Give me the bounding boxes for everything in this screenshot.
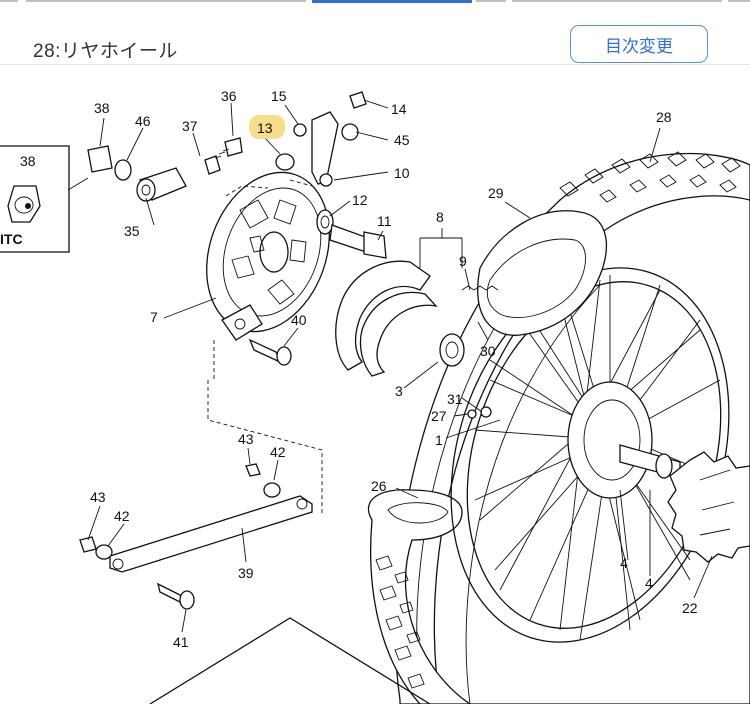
- page-header: 28:リヤホイール 目次変更: [0, 6, 750, 64]
- inset-leader: [67, 177, 89, 191]
- bolts-and-nuts: [79, 338, 492, 610]
- callout-number[interactable]: 26: [371, 478, 387, 494]
- header-divider: [0, 64, 750, 65]
- top-tab-strip: [0, 0, 750, 6]
- change-toc-button[interactable]: 目次変更: [570, 25, 708, 63]
- callout-number-highlighted[interactable]: 13: [257, 120, 273, 136]
- small-hardware: [87, 91, 367, 187]
- callout-number[interactable]: 29: [488, 185, 504, 201]
- callout-number[interactable]: 8: [436, 209, 444, 225]
- brake-panel: [206, 171, 330, 341]
- callout-number[interactable]: 42: [270, 444, 286, 460]
- callout-number[interactable]: 30: [480, 343, 496, 359]
- callout-number[interactable]: 45: [394, 132, 410, 148]
- brake-shoes: [335, 260, 499, 377]
- callout-number[interactable]: 10: [394, 165, 410, 181]
- callout-number[interactable]: 27: [431, 408, 447, 424]
- callout-highlight: [249, 115, 285, 139]
- callout-numbers: 38 46 36 37 13 15 14 45 10 28 35 12 11 8…: [90, 88, 698, 650]
- tire-section: [367, 489, 472, 704]
- camshaft: [316, 209, 387, 259]
- callout-number[interactable]: 43: [90, 489, 106, 505]
- tab-indicator: [512, 0, 722, 2]
- callout-number[interactable]: 4: [620, 555, 628, 571]
- callout-number[interactable]: 39: [238, 565, 254, 581]
- tab-indicator: [476, 0, 506, 2]
- inset-box: 38 ITC: [0, 145, 70, 253]
- wheel-rim: [450, 267, 730, 643]
- callout-number[interactable]: 9: [459, 253, 467, 269]
- tab-indicator: [0, 0, 18, 2]
- page-title: 28:リヤホイール: [33, 41, 178, 62]
- acorn-nut-icon: [7, 185, 41, 223]
- rear-wheel-parts-diagram: 38 ITC: [0, 88, 750, 704]
- fender: [477, 210, 608, 336]
- tab-indicator-active: [312, 0, 472, 3]
- assembly-lines: [207, 179, 323, 516]
- brake-arm: [136, 167, 187, 202]
- callout-number[interactable]: 14: [391, 101, 407, 117]
- swingarm-outline: [149, 617, 431, 704]
- callout-number[interactable]: 46: [135, 113, 151, 129]
- callout-number[interactable]: 36: [221, 88, 237, 104]
- callout-number[interactable]: 11: [377, 213, 392, 229]
- callout-number[interactable]: 43: [238, 431, 254, 447]
- callout-number[interactable]: 38: [94, 100, 110, 116]
- callout-number[interactable]: 35: [124, 223, 140, 239]
- tab-indicator: [26, 0, 306, 2]
- callout-number[interactable]: 12: [352, 192, 368, 208]
- callout-number[interactable]: 42: [114, 508, 130, 524]
- callout-number[interactable]: 3: [395, 383, 403, 399]
- torque-arm: [109, 495, 313, 573]
- callout-number[interactable]: 37: [182, 118, 198, 134]
- callout-number[interactable]: 41: [173, 634, 189, 650]
- callout-38-inset: 38: [20, 153, 36, 169]
- tab-indicator: [728, 0, 750, 2]
- callout-number[interactable]: 4: [645, 575, 653, 591]
- callout-number[interactable]: 7: [150, 309, 158, 325]
- callout-number[interactable]: 22: [682, 600, 698, 616]
- inset-label: ITC: [0, 231, 23, 247]
- sprocket: [667, 451, 750, 563]
- callout-number[interactable]: 1: [435, 432, 443, 448]
- callout-number[interactable]: 31: [447, 391, 463, 407]
- callout-number[interactable]: 15: [271, 88, 287, 104]
- callout-number[interactable]: 40: [291, 312, 307, 328]
- callout-number[interactable]: 28: [656, 109, 672, 125]
- bearing: [439, 333, 465, 367]
- leader-lines: [87, 99, 713, 633]
